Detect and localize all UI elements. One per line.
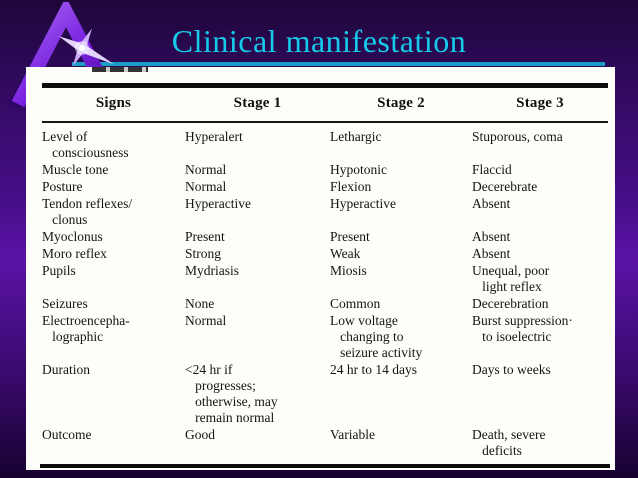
cell-sign: Outcome <box>42 427 92 442</box>
title-underline <box>72 62 605 66</box>
cell-stage1: Normal <box>185 162 227 177</box>
cell-stage2: Present <box>330 229 370 244</box>
cell-stage2: Low voltage changing to seizure activity <box>330 313 423 360</box>
table-card: Signs Stage 1 Stage 2 Stage 3 Level of c… <box>26 67 615 470</box>
table-row: Duration <24 hr if progresses; otherwise… <box>42 362 608 426</box>
table-row: Myoclonus Present Present Absent <box>42 229 608 245</box>
cell-sign: Tendon reflexes/ clonus <box>42 196 133 227</box>
cell-stage3: Absent <box>472 229 511 244</box>
cell-stage2: Variable <box>330 427 375 442</box>
cell-stage1: Good <box>185 427 215 442</box>
cell-stage2: Flexion <box>330 179 372 194</box>
cell-stage1: Normal <box>185 179 227 194</box>
table-header-row: Signs Stage 1 Stage 2 Stage 3 <box>42 88 608 116</box>
sparkle-icon <box>58 28 115 66</box>
cell-stage2: Lethargic <box>330 129 382 144</box>
cell-stage2: Common <box>330 296 381 311</box>
cell-stage1: Normal <box>185 313 227 328</box>
cell-stage2: Miosis <box>330 263 367 278</box>
cell-stage3: Days to weeks <box>472 362 551 377</box>
column-header-stage1: Stage 1 <box>233 95 282 111</box>
clinical-table: Signs Stage 1 Stage 2 Stage 3 Level of c… <box>40 83 610 468</box>
cell-stage3: Unequal, poor light reflex <box>472 263 550 294</box>
column-header-stage3: Stage 3 <box>516 95 564 111</box>
cell-stage2: 24 hr to 14 days <box>330 362 417 377</box>
cell-stage1: Hyperalert <box>185 129 243 144</box>
cell-stage3: Flaccid <box>472 162 512 177</box>
cell-stage3: Decerebrate <box>472 179 538 194</box>
table-row: Level of consciousness Hyperalert Lethar… <box>42 129 608 161</box>
table-row: Electroencepha- lographic Normal Low vol… <box>42 313 608 361</box>
cell-stage3: Burst suppression· to isoelectric <box>472 313 573 344</box>
cell-stage1: Strong <box>185 246 222 261</box>
table-row: Tendon reflexes/ clonus Hyperactive Hype… <box>42 196 608 228</box>
table-row: Pupils Mydriasis Miosis Unequal, poor li… <box>42 263 608 295</box>
table-row: Muscle tone Normal Hypotonic Flaccid <box>42 162 608 178</box>
table-row: Moro reflex Strong Weak Absent <box>42 246 608 262</box>
cell-stage3: Decerebration <box>472 296 549 311</box>
table-row: Outcome Good Variable Death, severe defi… <box>42 427 608 459</box>
cell-stage2: Hypotonic <box>330 162 387 177</box>
table-bottom-rule <box>40 464 610 468</box>
cell-stage1: Hyperactive <box>185 196 251 211</box>
cell-stage3: Death, severe deficits <box>472 427 546 458</box>
cell-stage1: Present <box>185 229 225 244</box>
scan-artifact <box>92 67 148 72</box>
table-row: Posture Normal Flexion Decerebrate <box>42 179 608 195</box>
cell-sign: Seizures <box>42 296 88 311</box>
cell-stage1: Mydriasis <box>185 263 239 278</box>
table-body: Level of consciousness Hyperalert Lethar… <box>42 123 608 459</box>
cell-stage1: None <box>185 296 215 311</box>
cell-stage2: Weak <box>330 246 361 261</box>
cell-sign: Electroencepha- lographic <box>42 313 130 344</box>
cell-stage3: Absent <box>472 246 511 261</box>
cell-sign: Myoclonus <box>42 229 103 244</box>
cell-stage3: Absent <box>472 196 511 211</box>
column-header-signs: Signs <box>95 95 132 111</box>
cell-sign: Moro reflex <box>42 246 107 261</box>
cell-sign: Duration <box>42 362 90 377</box>
cell-stage1: <24 hr if progresses; otherwise, may rem… <box>185 362 278 425</box>
cell-sign: Pupils <box>42 263 76 278</box>
table-top-rule <box>42 83 608 88</box>
table-row: Seizures None Common Decerebration <box>42 296 608 312</box>
column-header-stage2: Stage 2 <box>377 95 425 111</box>
cell-stage3: Stuporous, coma <box>472 129 563 144</box>
cell-sign: Muscle tone <box>42 162 109 177</box>
cell-sign: Posture <box>42 179 83 194</box>
cell-stage2: Hyperactive <box>330 196 396 211</box>
cell-sign: Level of consciousness <box>42 129 129 160</box>
page-title: Clinical manifestation <box>171 23 467 59</box>
header-separator-rule <box>42 121 608 123</box>
